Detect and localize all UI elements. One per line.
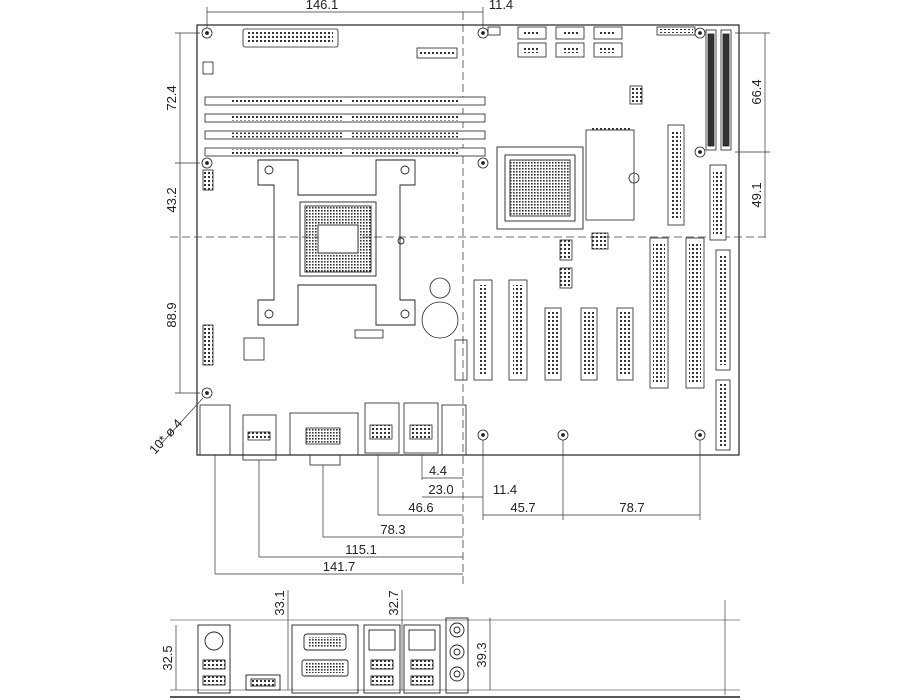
dimm-slot — [204, 113, 486, 123]
dim-side-32-5: 32.5 — [160, 645, 175, 670]
ps2-usb-stack — [197, 624, 231, 694]
mounting-hole — [201, 387, 213, 399]
dim-11-4-bottom: 11.4 — [493, 482, 517, 497]
vga-dvi-stack — [291, 624, 359, 694]
dim-78-7: 78.7 — [619, 500, 644, 515]
dimm-slot — [204, 130, 486, 140]
dim-side-32-7: 32.7 — [386, 590, 401, 615]
misc-components — [202, 61, 643, 381]
msata-slot — [585, 126, 640, 221]
dim-left-lower: 88.9 — [164, 302, 179, 327]
mounting-hole — [477, 157, 489, 169]
dimension-labels: 146.1 11.4 72.4 43.2 88.9 66.4 49.1 10* … — [146, 0, 764, 671]
audio-jack-stack — [445, 617, 469, 694]
dim-top-right-offset: 11.4 — [489, 0, 513, 12]
rear-io-side-view — [170, 590, 740, 698]
dim-right-lower: 49.1 — [749, 182, 764, 207]
dim-78-3: 78.3 — [380, 522, 405, 537]
mounting-hole-note: 10* ø 4 — [146, 416, 185, 457]
mounting-hole — [201, 157, 213, 169]
board-outline — [196, 24, 740, 456]
top-usb-headers — [517, 26, 696, 58]
atx-power-connector — [242, 28, 339, 48]
dim-left-upper: 72.4 — [164, 85, 179, 110]
memory-slots — [204, 96, 486, 157]
dim-115-1: 115.1 — [345, 542, 377, 557]
chipset — [496, 146, 584, 230]
dimm-slot — [204, 147, 486, 157]
dim-left-middle: 43.2 — [164, 187, 179, 212]
small-header — [487, 26, 501, 36]
mounting-hole — [201, 27, 213, 39]
dim-45-7: 45.7 — [510, 500, 535, 515]
rear-io-top-view — [199, 402, 467, 466]
dim-4-4: 4.4 — [429, 463, 447, 478]
mounting-holes — [201, 27, 706, 441]
mounting-hole — [694, 146, 706, 158]
dim-right-upper: 66.4 — [749, 79, 764, 104]
cpu-socket — [299, 201, 377, 277]
lan-usb-stack — [403, 624, 441, 694]
dim-top-left-width: 146.1 — [306, 0, 339, 12]
lan-usb-stack — [363, 624, 401, 694]
mounting-hole — [477, 27, 489, 39]
mounting-hole — [557, 429, 569, 441]
expansion-slots — [473, 237, 705, 389]
dim-46-6: 46.6 — [408, 500, 433, 515]
dimension-lines — [159, 7, 770, 575]
dim-side-33-1: 33.1 — [272, 590, 287, 615]
mounting-hole — [694, 429, 706, 441]
right-edge-slots — [667, 29, 732, 451]
dim-141-7: 141.7 — [323, 559, 356, 574]
dim-23-0: 23.0 — [428, 482, 453, 497]
mounting-hole — [694, 27, 706, 39]
centerlines — [170, 12, 770, 585]
cpu-heatsink-outline — [257, 159, 416, 326]
dim-side-39-3: 39.3 — [474, 642, 489, 667]
hdmi-port — [245, 674, 281, 691]
header-connector — [416, 47, 458, 59]
mounting-hole — [477, 429, 489, 441]
dimm-slot — [204, 96, 486, 106]
